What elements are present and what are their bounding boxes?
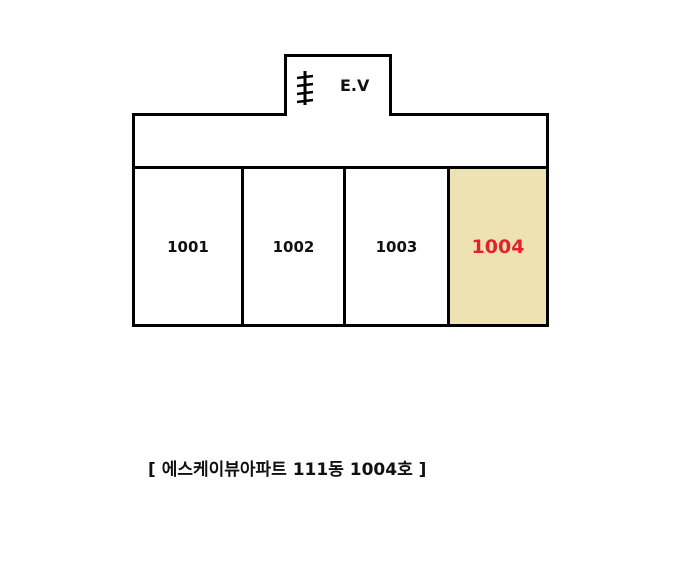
unit-label-highlighted: 1004 xyxy=(471,235,525,258)
unit-1003: 1003 xyxy=(346,169,450,324)
elevator-opening xyxy=(287,112,389,117)
unit-label: 1002 xyxy=(272,237,315,256)
unit-1001: 1001 xyxy=(135,169,244,324)
corridor xyxy=(132,113,549,169)
unit-1004-highlighted: 1004 xyxy=(450,169,546,324)
unit-label: 1001 xyxy=(167,237,209,256)
elevator-label: E.V xyxy=(340,76,370,95)
unit-1002: 1002 xyxy=(244,169,346,324)
unit-label: 1003 xyxy=(375,237,418,256)
address-caption: [ 에스케이뷰아파트 111동 1004호 ] xyxy=(148,460,427,480)
unit-row: 1001 1002 1003 1004 xyxy=(132,166,549,327)
stairs-icon xyxy=(296,71,314,105)
